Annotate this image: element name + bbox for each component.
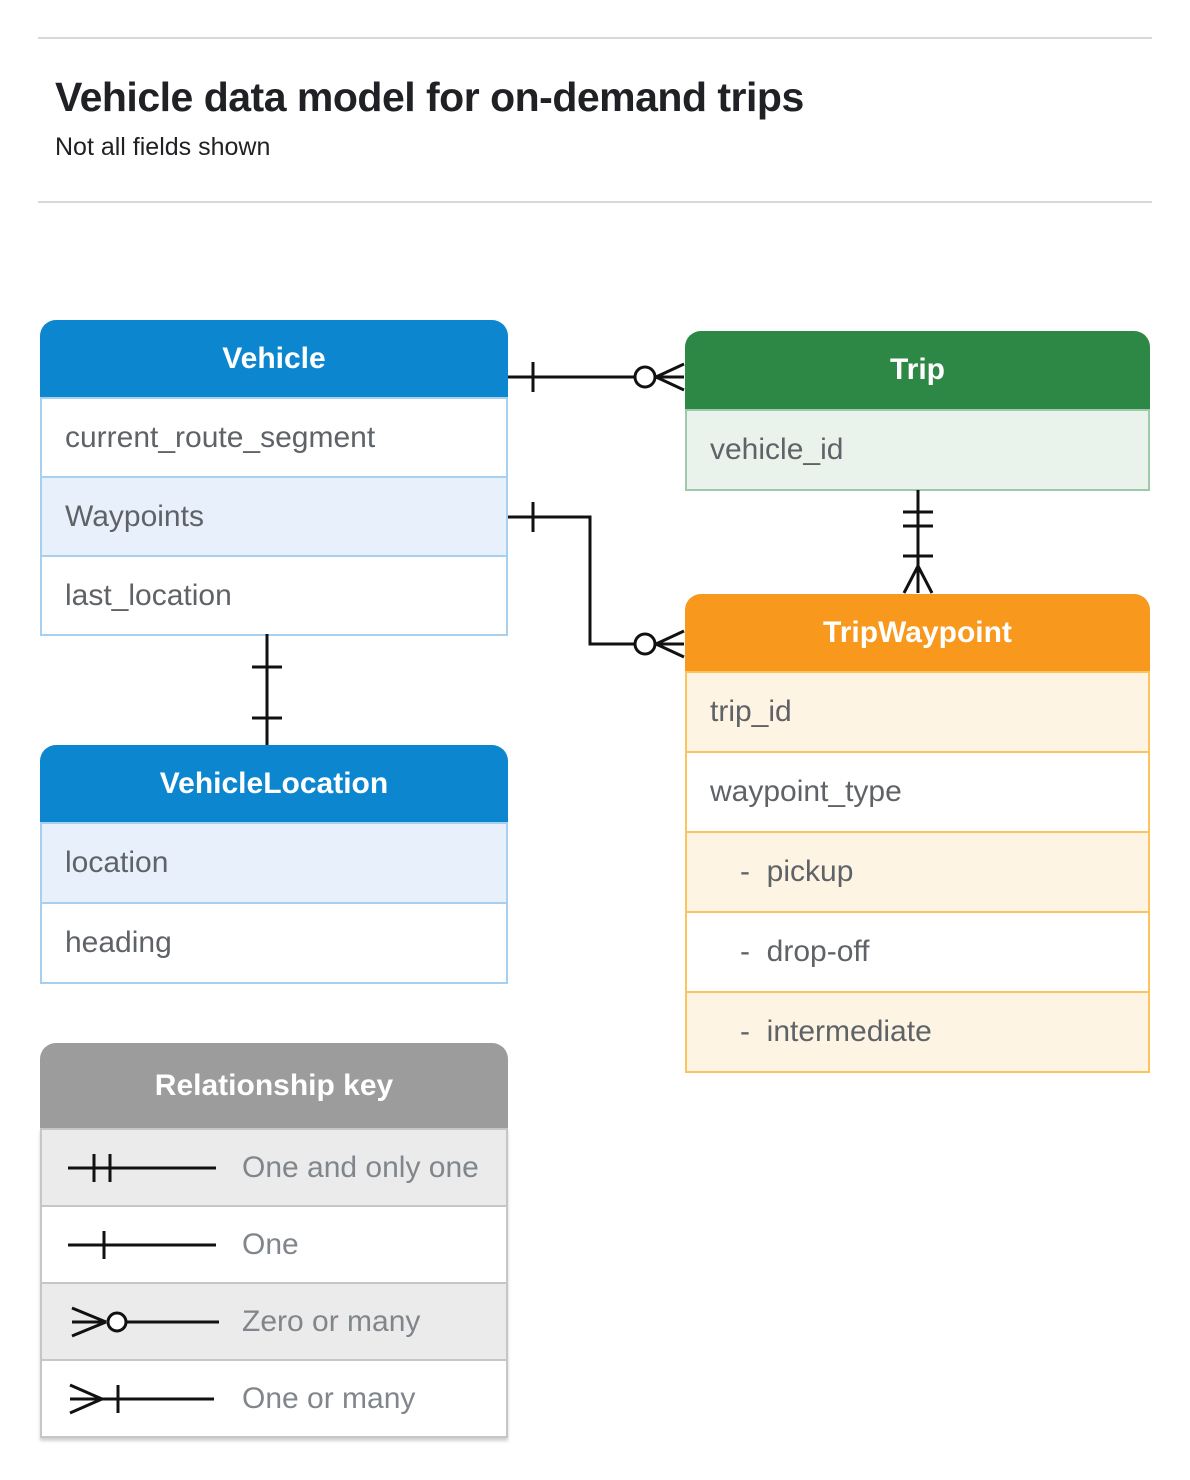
connector-vehicle-trip bbox=[508, 362, 685, 392]
legend-label: One and only one bbox=[242, 1150, 479, 1184]
legend-label: Zero or many bbox=[242, 1304, 421, 1338]
table-vehiclelocation-rows: location heading bbox=[40, 822, 508, 984]
one-and-only-one-symbol-icon bbox=[68, 1153, 216, 1182]
legend-item-one: One bbox=[42, 1205, 506, 1282]
table-trip-header: Trip bbox=[685, 331, 1150, 409]
table-vehiclelocation: VehicleLocation location heading bbox=[40, 745, 508, 984]
relationship-key: Relationship key One and only one One bbox=[40, 1043, 508, 1438]
table-trip-rows: vehicle_id bbox=[685, 409, 1150, 491]
table-trip: Trip vehicle_id bbox=[685, 331, 1150, 491]
relationship-key-header: Relationship key bbox=[40, 1043, 508, 1128]
field-trip-id: trip_id bbox=[687, 671, 1148, 751]
field-waypoint-type: waypoint_type bbox=[687, 751, 1148, 831]
field-heading: heading bbox=[42, 902, 506, 982]
zero-or-many-symbol-icon bbox=[71, 1306, 219, 1337]
field-location: location bbox=[42, 822, 506, 902]
one-or-many-symbol-icon bbox=[69, 1383, 214, 1414]
legend-item-one-and-only-one: One and only one bbox=[42, 1128, 506, 1205]
field-last-location: last_location bbox=[42, 555, 506, 634]
field-waypoint-type-pickup: - pickup bbox=[687, 831, 1148, 911]
field-vehicle-id: vehicle_id bbox=[687, 409, 1148, 489]
table-vehicle-rows: current_route_segment Waypoints last_loc… bbox=[40, 397, 508, 636]
page-title: Vehicle data model for on-demand trips bbox=[55, 74, 804, 120]
table-tripwaypoint: TripWaypoint trip_id waypoint_type - pic… bbox=[685, 594, 1150, 1073]
legend-item-one-or-many: One or many bbox=[42, 1359, 506, 1436]
legend-label: One bbox=[242, 1227, 299, 1261]
field-waypoint-type-dropoff: - drop-off bbox=[687, 911, 1148, 991]
table-tripwaypoint-header: TripWaypoint bbox=[685, 594, 1150, 671]
one-symbol-icon bbox=[68, 1230, 216, 1259]
connector-vehicle-vehiclelocation bbox=[252, 634, 282, 745]
legend-label: One or many bbox=[242, 1381, 416, 1415]
page-subtitle: Not all fields shown bbox=[55, 133, 271, 161]
field-waypoints: Waypoints bbox=[42, 476, 506, 555]
connector-trip-tripwaypoint bbox=[902, 490, 934, 594]
table-vehicle: Vehicle current_route_segment Waypoints … bbox=[40, 320, 508, 636]
connector-waypoints-tripwaypoint bbox=[508, 502, 685, 659]
relationship-key-rows: One and only one One Zero or many bbox=[40, 1128, 508, 1438]
field-waypoint-type-intermediate: - intermediate bbox=[687, 991, 1148, 1071]
table-vehicle-header: Vehicle bbox=[40, 320, 508, 397]
header-divider bbox=[38, 201, 1152, 203]
table-tripwaypoint-rows: trip_id waypoint_type - pickup - drop-of… bbox=[685, 671, 1150, 1073]
top-divider bbox=[38, 37, 1152, 39]
table-vehiclelocation-header: VehicleLocation bbox=[40, 745, 508, 822]
field-current-route-segment: current_route_segment bbox=[42, 397, 506, 476]
legend-item-zero-or-many: Zero or many bbox=[42, 1282, 506, 1359]
